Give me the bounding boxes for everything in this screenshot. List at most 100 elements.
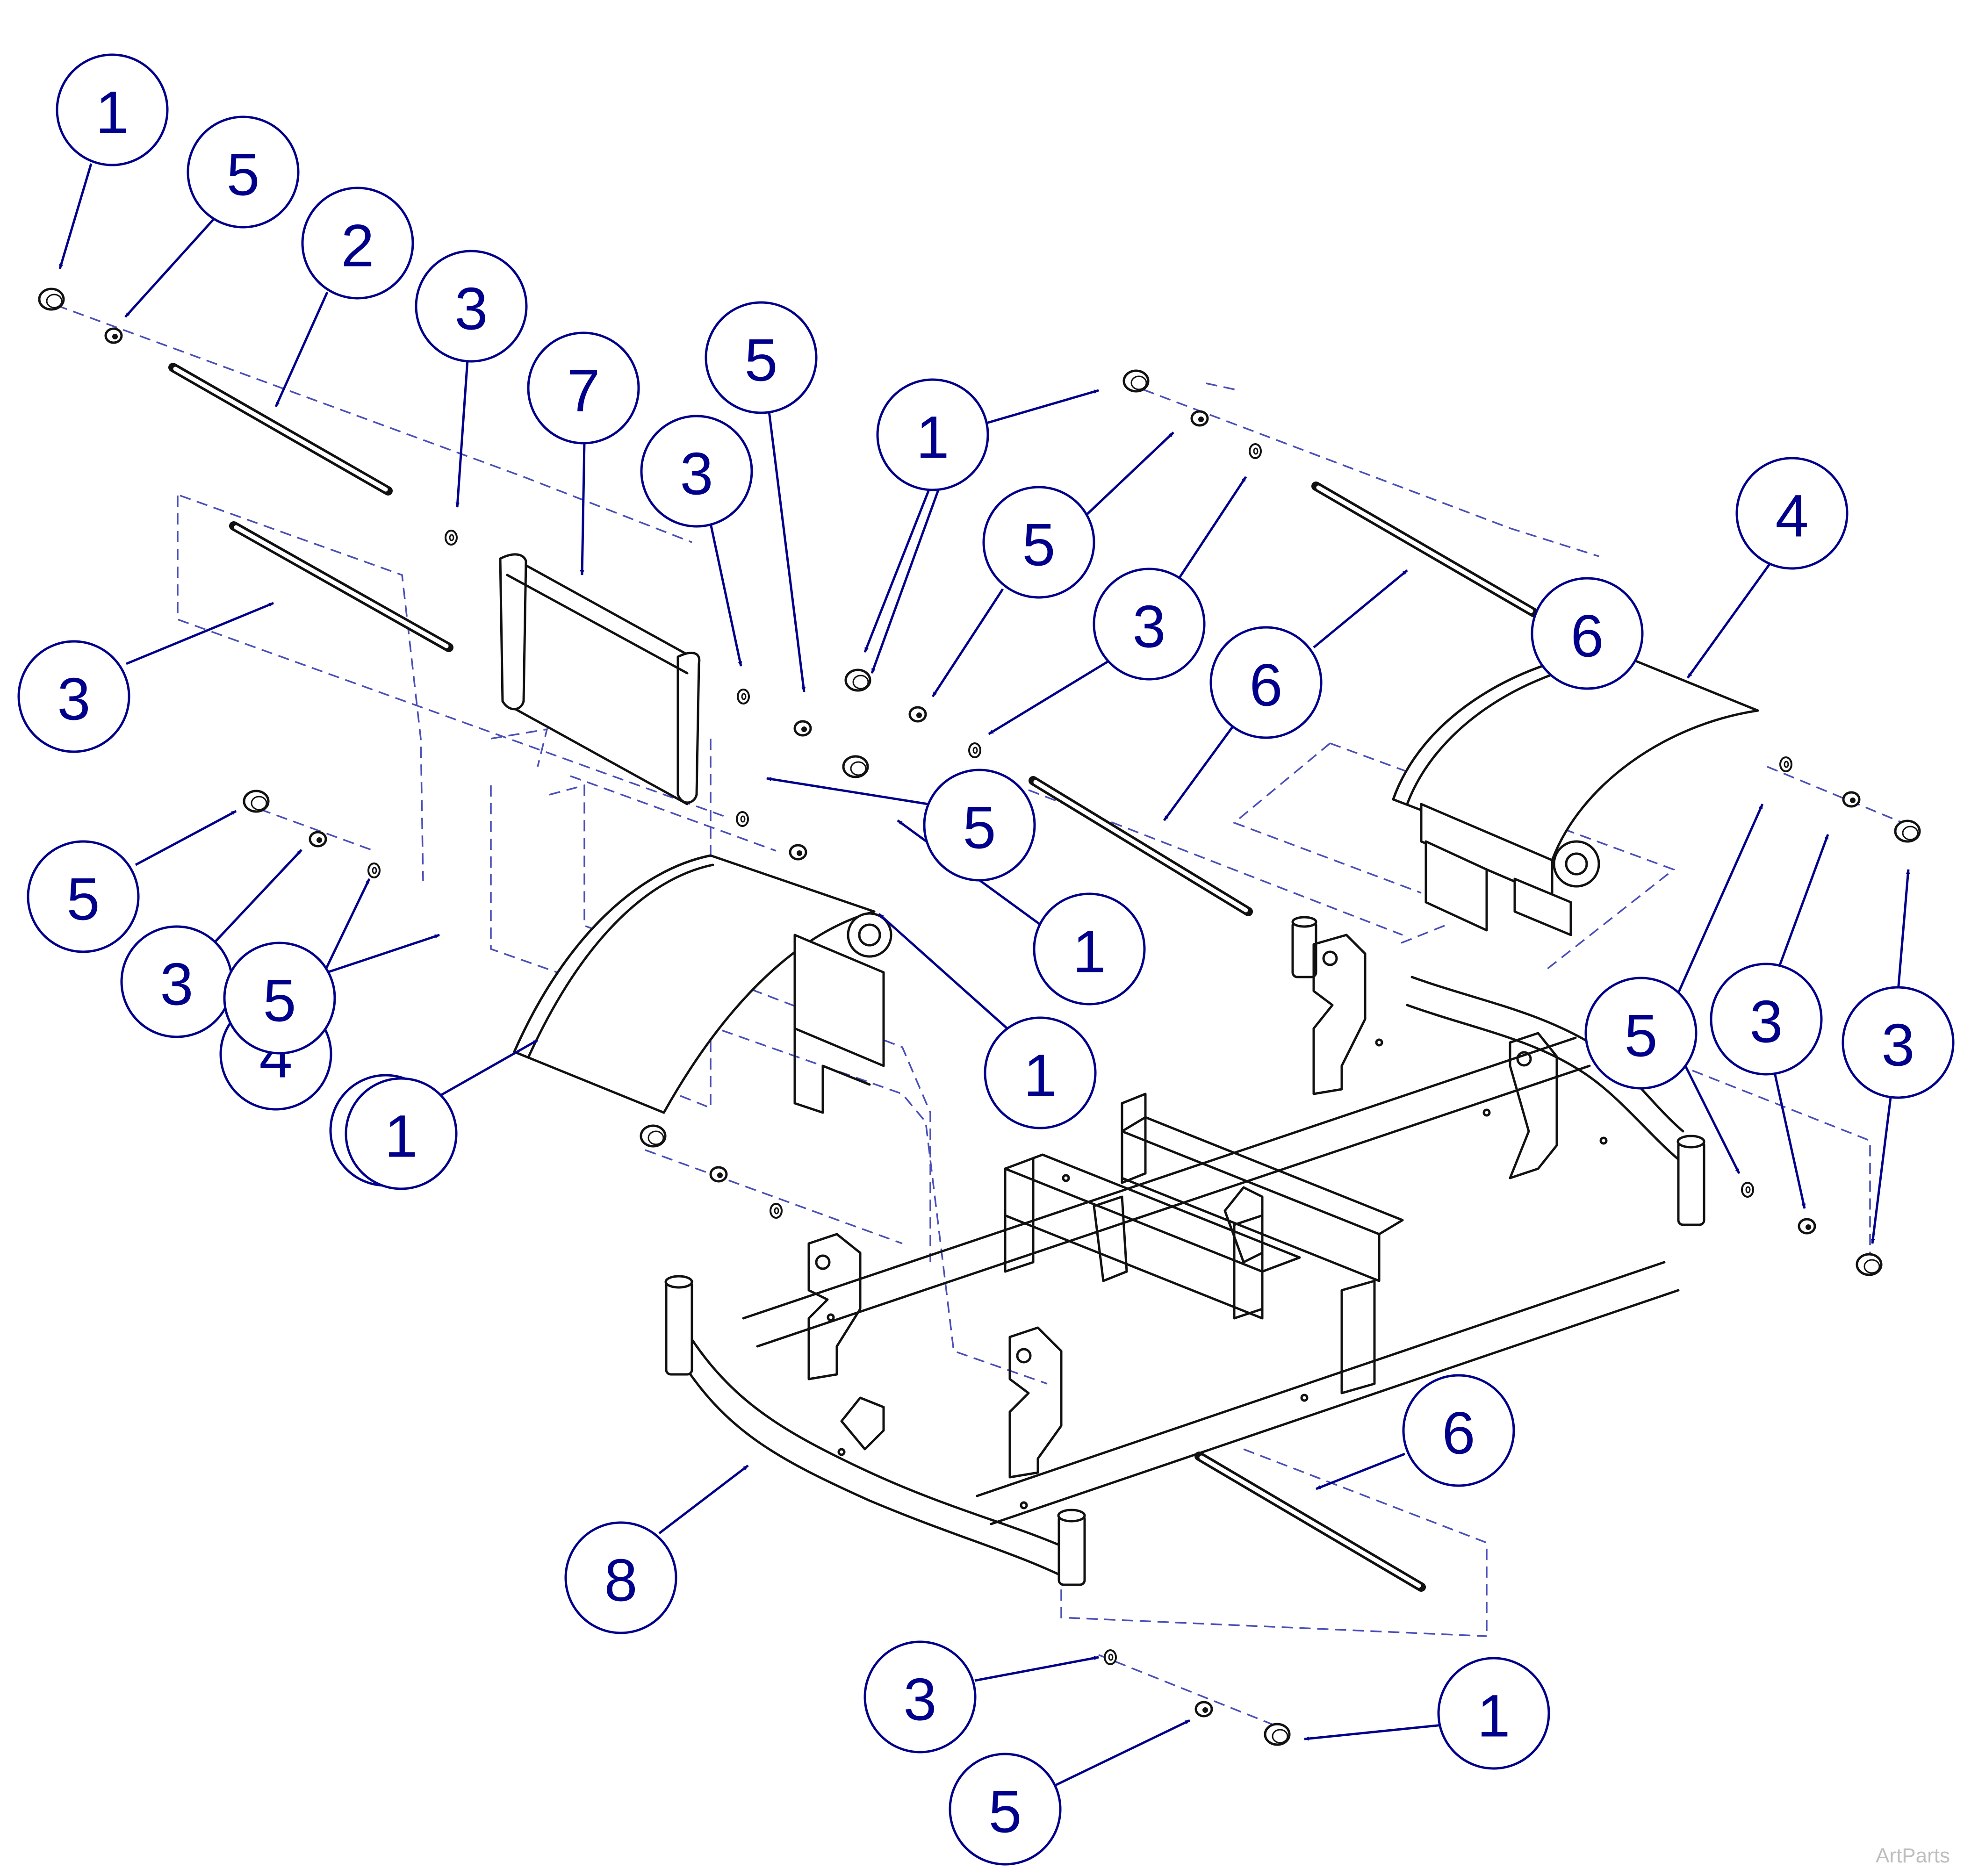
- callout-circle: [17, 640, 130, 753]
- end-cap-part-1: [640, 1124, 667, 1148]
- end-cap-part-1: [1122, 369, 1150, 393]
- washer-part-3: [1249, 443, 1262, 459]
- callout-leader-arrow: [1675, 803, 1764, 999]
- callout-number: 1: [384, 1103, 417, 1170]
- callout-number: 5: [988, 1779, 1022, 1846]
- rod-part-2: [168, 363, 393, 496]
- nut-part-5: [793, 720, 812, 737]
- rod-part-6-left: [229, 521, 453, 652]
- end-cap-part-1: [844, 668, 871, 692]
- callout-c3: 2: [301, 187, 414, 300]
- seat-section-part-4-left: [513, 854, 892, 1114]
- callout-circle: [1531, 577, 1644, 690]
- callout-leader-arrow: [1686, 560, 1773, 679]
- callout-c17: 1: [984, 1016, 1097, 1129]
- rods: [168, 363, 1538, 1592]
- rod-part-6-center: [1029, 776, 1253, 916]
- callout-circle: [345, 1077, 458, 1190]
- callout-c29: 3: [863, 1640, 977, 1754]
- callout-c10: 3: [1093, 568, 1206, 681]
- callout-c25: 5: [223, 942, 336, 1055]
- washer-part-3: [1104, 1649, 1117, 1665]
- nut-part-5: [1194, 1701, 1213, 1718]
- washer-part-3: [737, 689, 750, 704]
- nut-part-5: [1190, 410, 1209, 427]
- callout-leader-arrow: [870, 486, 941, 674]
- callout-number: 2: [341, 213, 374, 280]
- rod-part-6-lower: [1194, 1452, 1426, 1592]
- hardware: [38, 288, 1921, 1746]
- callout-number: 3: [57, 666, 90, 733]
- callout-c15: 5: [923, 769, 1036, 882]
- callout-leader-arrow: [1897, 869, 1910, 992]
- callout-circle: [527, 331, 640, 445]
- nut-part-5: [789, 844, 807, 861]
- callout-circle: [1710, 963, 1823, 1076]
- callout-number: 6: [1249, 652, 1282, 719]
- callout-number: 1: [916, 404, 949, 471]
- callout-number: 5: [744, 327, 777, 394]
- callout-leader-arrow: [1313, 569, 1408, 648]
- washer-part-3: [445, 530, 458, 546]
- callout-leader-arrow: [709, 523, 742, 667]
- callout-circle: [1093, 568, 1206, 681]
- callout-circle: [1033, 892, 1146, 1006]
- callout-leader-arrow: [1870, 1093, 1892, 1244]
- callout-leader-arrow: [878, 913, 1011, 1032]
- callout-c23: 3: [1710, 963, 1823, 1076]
- callout-number: 3: [680, 441, 713, 508]
- nut-part-5: [104, 327, 123, 344]
- callout-c18: 5: [27, 840, 140, 953]
- callout-number: 6: [1570, 603, 1604, 670]
- callout-c27: 8: [564, 1521, 677, 1634]
- callout-circle: [27, 840, 140, 953]
- nut-part-5: [309, 831, 327, 848]
- callout-circle: [876, 378, 989, 491]
- washer-part-3: [770, 1203, 783, 1219]
- callout-c12: 6: [1531, 577, 1644, 690]
- callout-leader-arrow: [658, 1465, 749, 1534]
- nut-part-5: [908, 706, 927, 723]
- callout-circle: [1584, 977, 1698, 1090]
- callout-c22: 5: [1584, 977, 1698, 1090]
- callout-number: 1: [1477, 1683, 1510, 1750]
- washer-part-3: [1779, 756, 1792, 772]
- callout-number: 3: [1749, 989, 1783, 1056]
- callout-number: 3: [160, 951, 193, 1018]
- callout-c24: 3: [1842, 986, 1955, 1099]
- callout-c11: 4: [1735, 457, 1849, 570]
- callout-number: 1: [1023, 1042, 1057, 1109]
- callout-circle: [984, 1016, 1097, 1129]
- callout-circle: [1437, 1657, 1550, 1770]
- callout-leader-arrow: [1315, 1452, 1405, 1490]
- callout-circle: [1402, 1374, 1515, 1487]
- washer-part-3: [1741, 1182, 1754, 1198]
- seat-section-part-4-right: [1392, 648, 1759, 936]
- callout-leader-arrow: [1682, 1060, 1741, 1174]
- callout-circle: [1209, 626, 1323, 739]
- callout-leader-arrow: [1303, 1724, 1443, 1741]
- nut-part-5: [1842, 791, 1861, 808]
- end-cap-part-1: [1894, 819, 1921, 843]
- callout-circle: [415, 250, 528, 363]
- callout-circle: [301, 187, 414, 300]
- callout-leader-arrow: [986, 389, 1100, 424]
- callout-number: 8: [604, 1547, 637, 1614]
- callout-number: 3: [1881, 1012, 1914, 1079]
- callout-leader-arrow: [931, 588, 1004, 697]
- callout-leader-arrow: [1773, 1070, 1806, 1209]
- rod-part-6-upper-right: [1311, 482, 1538, 617]
- callout-leader-arrow: [1163, 724, 1236, 821]
- end-cap-part-1: [38, 288, 65, 311]
- end-cap-part-1: [1264, 1723, 1291, 1746]
- callout-c14: 3: [17, 640, 130, 753]
- callout-number: 3: [1132, 594, 1165, 661]
- callout-leader-arrow: [434, 1039, 539, 1100]
- callout-c28: 6: [1402, 1374, 1515, 1487]
- callout-number: 5: [66, 866, 100, 933]
- support-panel-part-7: [499, 553, 701, 805]
- callout-leader-arrow: [455, 359, 469, 508]
- callout-number: 5: [1022, 512, 1055, 579]
- callout-c2: 5: [187, 115, 300, 229]
